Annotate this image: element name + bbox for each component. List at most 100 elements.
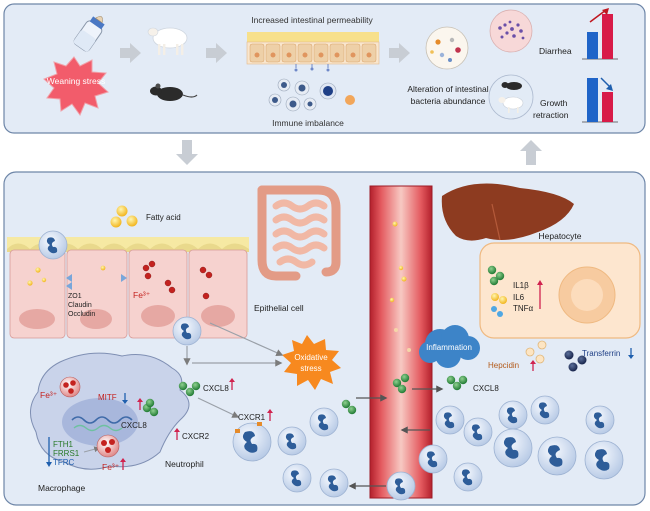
neutrophil-in-vessel xyxy=(386,471,416,501)
neutrophil-transmigrating xyxy=(172,316,202,346)
bacteria-dish xyxy=(425,26,469,70)
oxidative-line1: Oxidative xyxy=(294,353,328,362)
sheep-icon xyxy=(147,27,188,55)
epithelial-cell-label: Epithelial cell xyxy=(254,303,304,313)
alteration-line2: bacteria abundance xyxy=(411,96,486,106)
epithelium xyxy=(7,237,249,339)
neutrophil-r7 xyxy=(493,428,533,468)
diarrhea-label: Diarrhea xyxy=(539,46,572,56)
claudin-label: Claudin xyxy=(68,302,92,309)
cxcl8-mid-up-arrow xyxy=(229,378,235,382)
tight-junction-icon xyxy=(66,274,127,290)
frrs1-label: FRRS1 xyxy=(53,449,80,458)
neutrophil-r8 xyxy=(537,436,577,476)
iron-vesicle-1 xyxy=(59,376,81,398)
arrow-epithelium-to-oxstress xyxy=(209,322,284,356)
il1b-label: IL1β xyxy=(513,281,529,290)
neutrophil-main xyxy=(232,422,272,462)
immune-imbalance-label: Immune imbalance xyxy=(272,118,344,128)
neutrophil-r10 xyxy=(453,462,483,492)
growth-bar-chart xyxy=(582,77,618,123)
tfrc-label: TFRC xyxy=(53,458,75,467)
fe3-macrophage-bottom: Fe³⁺ xyxy=(102,462,120,472)
alteration-line1: Alteration of intestinal xyxy=(407,84,488,94)
fe3-up-arrow xyxy=(120,458,126,462)
transferrin-dots xyxy=(564,350,587,372)
cxcr2-receptor xyxy=(235,429,240,433)
fe3-epithelial-label: Fe³⁺ xyxy=(133,290,151,300)
mouse-icon xyxy=(150,83,198,101)
intestine-icon xyxy=(257,185,341,281)
il6-label: IL6 xyxy=(513,293,525,302)
fe3-macrophage-top: Fe³⁺ xyxy=(40,390,58,400)
fatty-acid-label: Fatty acid xyxy=(146,213,181,222)
flow-arrow-3 xyxy=(389,43,410,63)
tnfa-label: TNFα xyxy=(513,304,534,313)
cxcr2-up-arrow xyxy=(174,428,180,432)
diarrhea-dish xyxy=(489,9,533,53)
vessel-particles xyxy=(389,221,411,394)
weaning-stress-line1: Weaning stress xyxy=(47,76,105,86)
diarrhea-bar-chart xyxy=(582,9,618,60)
cxcr1-receptor xyxy=(257,422,262,426)
neutrophil-r9 xyxy=(584,440,624,480)
tnfa-dots xyxy=(491,306,503,317)
dna-strand-icon xyxy=(71,416,133,424)
transferrin-label: Transferrin xyxy=(582,349,620,358)
neutrophil-lumen xyxy=(38,230,68,260)
cxcl8-right-label: CXCL8 xyxy=(473,384,499,393)
macrophage-label: Macrophage xyxy=(38,483,86,493)
neutrophil-r5 xyxy=(585,405,615,435)
transferrin-down-arrow xyxy=(628,355,634,359)
cxcr1-up-arrow xyxy=(267,409,273,413)
feeding-bottle-icon xyxy=(73,16,105,52)
macrophage-nucleus xyxy=(62,398,138,446)
cxcr2-label: CXCR2 xyxy=(182,432,210,441)
fth1-label: FTH1 xyxy=(53,440,74,449)
neutrophil-3 xyxy=(309,407,339,437)
increased-permeability-label: Increased intestinal permeability xyxy=(251,15,373,25)
down-arrow-transition xyxy=(176,140,198,165)
hepcidin-label: Hepcidin xyxy=(488,361,519,370)
growth-label-line1: Growth xyxy=(540,98,568,108)
hepcidin-up-arrow xyxy=(530,360,536,364)
neutrophil-r1 xyxy=(435,405,465,435)
mitf-label: MITF xyxy=(98,393,117,402)
up-arrow-transition xyxy=(520,140,542,165)
diarrhea-up-arrowhead xyxy=(602,8,609,15)
inflammation-bubble xyxy=(419,325,480,368)
hepatocyte-label: Hepatocyte xyxy=(539,231,582,241)
neutrophil-r2 xyxy=(463,417,493,447)
yellow-particles xyxy=(27,265,106,286)
cytokine-up-arrow xyxy=(537,280,543,285)
zo1-label: ZO1 xyxy=(68,293,82,300)
weaning-stress-burst xyxy=(43,56,109,117)
flow-arrow-1 xyxy=(120,43,141,63)
inflammation-label: Inflammation xyxy=(426,343,472,352)
hepcidin-dots xyxy=(525,340,547,364)
neutrophil-r6 xyxy=(418,444,448,474)
intestinal-lining xyxy=(246,32,380,72)
neutrophil-2 xyxy=(277,426,307,456)
neutrophil-4 xyxy=(282,463,312,493)
neutrophil-r4 xyxy=(530,395,560,425)
neutrophil-label: Neutrophil xyxy=(165,459,204,469)
macrophage-cxcl8-label: CXCL8 xyxy=(121,421,147,430)
il6-dots xyxy=(491,293,507,304)
neutrophil-r3 xyxy=(498,400,528,430)
neutrophil-5 xyxy=(319,468,349,498)
liver-icon xyxy=(441,183,574,241)
occludin-label: Occludin xyxy=(68,311,95,318)
oxidative-stress-burst xyxy=(282,335,341,390)
cxcl8-mid-label: CXCL8 xyxy=(203,384,229,393)
oxidative-line2: stress xyxy=(300,364,321,373)
fatty-acid-cluster xyxy=(110,205,138,228)
arrow-cxcl8-to-neutrophil xyxy=(197,397,240,418)
growth-dish xyxy=(488,74,534,120)
cxcr1-label: CXCR1 xyxy=(238,413,266,422)
immune-cells-cluster xyxy=(268,78,355,112)
blood-vessel xyxy=(369,185,433,499)
growth-label-line2: retraction xyxy=(533,110,569,120)
iron-granules-epithelial xyxy=(142,260,213,300)
